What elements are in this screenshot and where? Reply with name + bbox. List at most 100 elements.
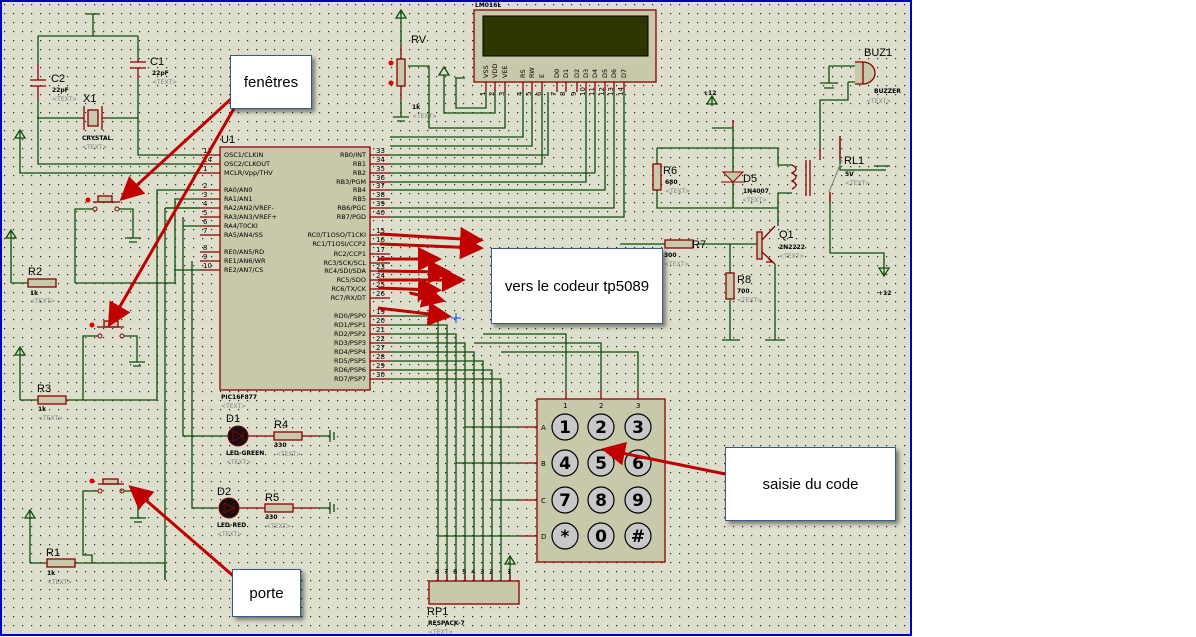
r2 — [27, 278, 57, 288]
keypad-key-button[interactable] — [587, 413, 615, 441]
u1-pin-number: 2 — [203, 182, 207, 190]
lcd-pin-number: 7 — [550, 92, 558, 96]
r3-text: <TEXT> — [38, 415, 63, 422]
keypad-key[interactable]: 0 — [587, 522, 615, 550]
lcd-pin-name: D2 — [573, 69, 581, 78]
u1-pin-number: 20 — [376, 317, 385, 325]
lcd-pin-name: D5 — [601, 69, 609, 78]
lcd-lm016l[interactable]: LM016L VSS1VDD2VEE3RS4RW5E6D07D18D29D310… — [473, 2, 657, 96]
keypad-key-label: 8 — [595, 491, 607, 511]
keypad-key[interactable]: 2 — [587, 413, 615, 441]
rv-text: <TEXT> — [412, 113, 437, 120]
keypad-key[interactable]: 4 — [551, 449, 579, 477]
lcd-pin-number: 1 — [479, 92, 487, 96]
u1-pin-number: 30 — [376, 371, 385, 379]
lcd-pin-name: D6 — [610, 69, 618, 78]
u1-pin-name: RD3/PSP3 — [334, 339, 366, 347]
u1-pin-number: 15 — [376, 227, 385, 235]
u1-pin-number: 33 — [376, 147, 385, 155]
u1-pin-name: RB3/PGM — [336, 178, 366, 186]
u1-pin-name: RD4/PSP4 — [334, 348, 366, 356]
keypad-key[interactable]: # — [624, 522, 652, 550]
u1-pin-name: RC3/SCK/SCL — [324, 259, 367, 267]
keypad-key[interactable]: * — [551, 522, 579, 550]
annotation-arrows — [108, 96, 746, 582]
rp1-pin-number: 8 — [435, 568, 439, 576]
keypad-key[interactable]: 7 — [551, 486, 579, 514]
led-green-d1[interactable]: D1 LED-GREEN <TEXT> R4 330 <TEXT> — [226, 413, 335, 466]
c2-ref: C2 — [51, 73, 65, 85]
u1-pin-number: 40 — [376, 209, 385, 217]
keypad-row-label: D — [541, 533, 546, 541]
led-red-d2[interactable]: D2 LED-RED <TEXT> R5 330 <TEXT> — [217, 486, 335, 538]
d5-text: <TEXT> — [742, 197, 767, 204]
keypad-row-label: B — [541, 460, 546, 468]
keypad-key[interactable]: 5 — [587, 449, 615, 477]
keypad-row-label: A — [541, 424, 546, 432]
lcd-pin-name: D0 — [553, 69, 561, 78]
x1-value: CRYSTAL — [82, 135, 112, 142]
d1-text: <TEXT> — [226, 459, 251, 466]
u1-pin-name: RD1/PSP1 — [334, 321, 366, 329]
r1-ref: R1 — [46, 547, 60, 559]
d1-ref: D1 — [226, 413, 240, 425]
r3-value: 1k — [38, 406, 47, 413]
c2-value: 22pF — [52, 87, 69, 94]
u1-pin-number: 9 — [203, 253, 207, 261]
u1-pin-name: RA1/AN1 — [224, 195, 252, 203]
c1-ref: C1 — [150, 56, 164, 68]
relay-driver-circuit[interactable]: R6 680 <TEXT> D5 1N4007 <TEXT> Q1 2N2222… — [620, 47, 901, 341]
u1-pin-name: RD6/PSP6 — [334, 366, 366, 374]
keypad-key[interactable]: 9 — [624, 486, 652, 514]
u1-pin-name: RC0/T1OSO/T1CKI — [307, 231, 366, 239]
u1-pin-number: 29 — [376, 362, 385, 370]
callout-saisie: saisie du code — [725, 447, 896, 521]
u1-pin-number: 1 — [203, 165, 207, 173]
lcd-pin-name: RW — [528, 67, 536, 78]
keypad-key[interactable]: 8 — [587, 486, 615, 514]
keypad-key-button[interactable] — [587, 522, 615, 550]
keypad-key[interactable]: 3 — [624, 413, 652, 441]
r6 — [652, 163, 662, 191]
keypad-key-label: * — [561, 527, 570, 547]
keypad-key-label: # — [631, 527, 645, 547]
d2-ref: D2 — [217, 486, 231, 498]
keypad-key-button[interactable] — [551, 413, 579, 441]
keypad-key[interactable]: 1 — [551, 413, 579, 441]
keypad-key-button[interactable] — [587, 486, 615, 514]
plus12-label-bottom: +12 — [878, 290, 891, 297]
u1-pin-name: RA5/AN4/SS — [224, 231, 263, 239]
r2-text: <TEXT> — [30, 298, 55, 305]
rp1-pin-number: 5 — [462, 568, 466, 576]
keypad-key-button[interactable] — [624, 413, 652, 441]
u1-pin-number: 27 — [376, 344, 385, 352]
lcd-pin-name: D7 — [620, 69, 628, 78]
keypad-key-button[interactable] — [624, 522, 652, 550]
oscillator-circuit[interactable]: C1 22pF <TEXT> C2 22pF <TEXT> X1 CRYSTAL… — [13, 13, 200, 174]
keypad-col-label: 2 — [599, 402, 603, 410]
u1-pin-name: RC5/SDO — [337, 276, 366, 284]
u1-pin-number: 13 — [203, 147, 212, 155]
rp1-pin-number: 3 — [480, 568, 484, 576]
keypad-key-button[interactable] — [551, 522, 579, 550]
u1-pin-number: 34 — [376, 156, 385, 164]
keypad-key-button[interactable] — [551, 486, 579, 514]
u1-pin-number: 25 — [376, 281, 385, 289]
keypad-key-button[interactable] — [551, 449, 579, 477]
callout-porte: porte — [232, 569, 301, 617]
keypad-key-button[interactable] — [624, 486, 652, 514]
c2-text: <TEXT> — [52, 96, 77, 103]
u1-pin-name: RB4 — [353, 186, 366, 194]
rl1-value: 5V — [845, 171, 854, 178]
d2-text: <TEXT> — [217, 531, 242, 538]
potentiometer-rv[interactable]: RV 1k <TEXT> — [388, 8, 506, 129]
u1-pin-number: 28 — [376, 353, 385, 361]
r3-ref: R3 — [37, 383, 51, 395]
buz1-ref: BUZ1 — [864, 47, 892, 59]
window-switch-1[interactable]: R2 1k <TEXT> — [4, 195, 200, 305]
crystal-x1[interactable] — [87, 109, 99, 127]
